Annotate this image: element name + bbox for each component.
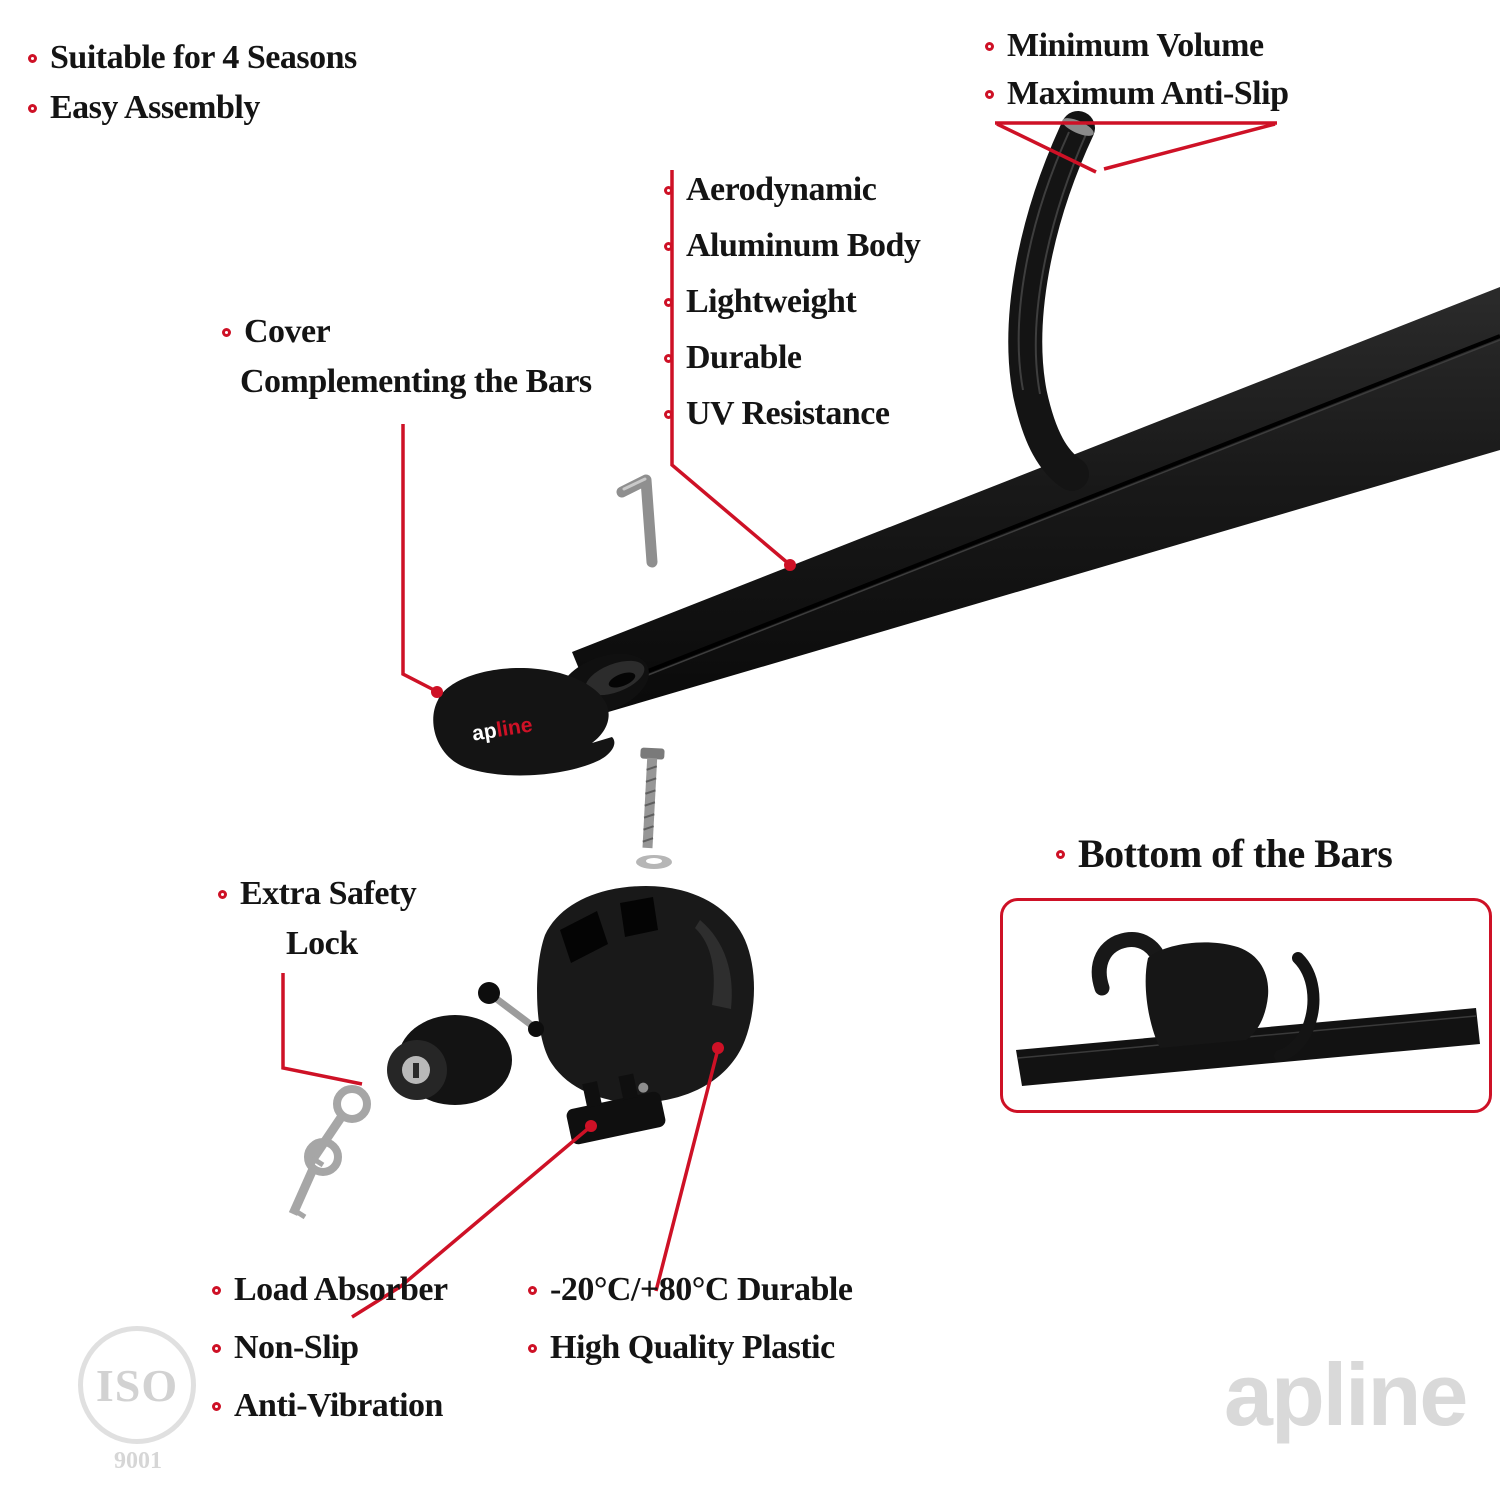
bullet-icon (664, 409, 673, 419)
bullet-icon (212, 1285, 221, 1295)
bullet-icon (664, 353, 673, 363)
bullet-icon (528, 1285, 537, 1295)
bullet-icon (212, 1401, 221, 1411)
bullet-icon (1056, 849, 1065, 859)
feature-four-seasons: Suitable for 4 Seasons (28, 36, 357, 80)
bolt (640, 747, 665, 849)
cover-brand-logo: apline (470, 713, 535, 746)
label-extra-safety: Extra Safety (218, 872, 417, 916)
allen-key-icon (616, 474, 658, 568)
keys-icon (288, 1085, 371, 1220)
feature-anti-vibration: Anti-Vibration (212, 1384, 443, 1428)
bullet-icon (985, 89, 994, 99)
bottom-bars-panel (1000, 898, 1492, 1113)
label-bottom-of-bars: Bottom of the Bars (1056, 830, 1393, 878)
bullet-icon (664, 241, 673, 251)
safety-lock (387, 982, 544, 1105)
load-absorber-part (566, 1073, 666, 1145)
feature-uv-resistance: UV Resistance (664, 392, 890, 436)
feature-durable: Durable (664, 336, 802, 380)
feature-non-slip: Non-Slip (212, 1326, 359, 1370)
bullet-icon (664, 185, 673, 195)
feature-load-absorber: Load Absorber (212, 1268, 448, 1312)
iso-number: 9001 (114, 1448, 162, 1474)
label-cover-line2: Complementing the Bars (240, 363, 592, 400)
feature-lightweight: Lightweight (664, 280, 857, 324)
feature-temperature-durable: -20°C/+80°C Durable (528, 1268, 853, 1312)
feature-anti-slip: Maximum Anti-Slip (985, 72, 1289, 116)
washer (636, 855, 672, 869)
foot-clamp (537, 886, 754, 1103)
feature-aluminum-body: Aluminum Body (664, 224, 921, 268)
feature-minimum-volume: Minimum Volume (985, 24, 1264, 68)
bullet-icon (218, 889, 227, 899)
bullet-icon (528, 1343, 537, 1353)
feature-aerodynamic: Aerodynamic (664, 168, 877, 212)
bullet-icon (28, 53, 37, 63)
feature-easy-assembly: Easy Assembly (28, 86, 260, 130)
bullet-icon (28, 103, 37, 113)
iso-badge: ISO (78, 1326, 196, 1444)
brand-watermark: apline (1224, 1345, 1468, 1444)
bullet-icon (212, 1343, 221, 1353)
feature-high-quality-plastic: High Quality Plastic (528, 1326, 835, 1370)
leader-dots (431, 559, 796, 1132)
rubber-strip (1008, 111, 1095, 491)
label-cover: Cover (222, 310, 331, 354)
bullet-icon (222, 327, 231, 337)
label-lock: Lock (286, 925, 358, 962)
bullet-icon (664, 297, 673, 307)
bullet-icon (985, 41, 994, 51)
